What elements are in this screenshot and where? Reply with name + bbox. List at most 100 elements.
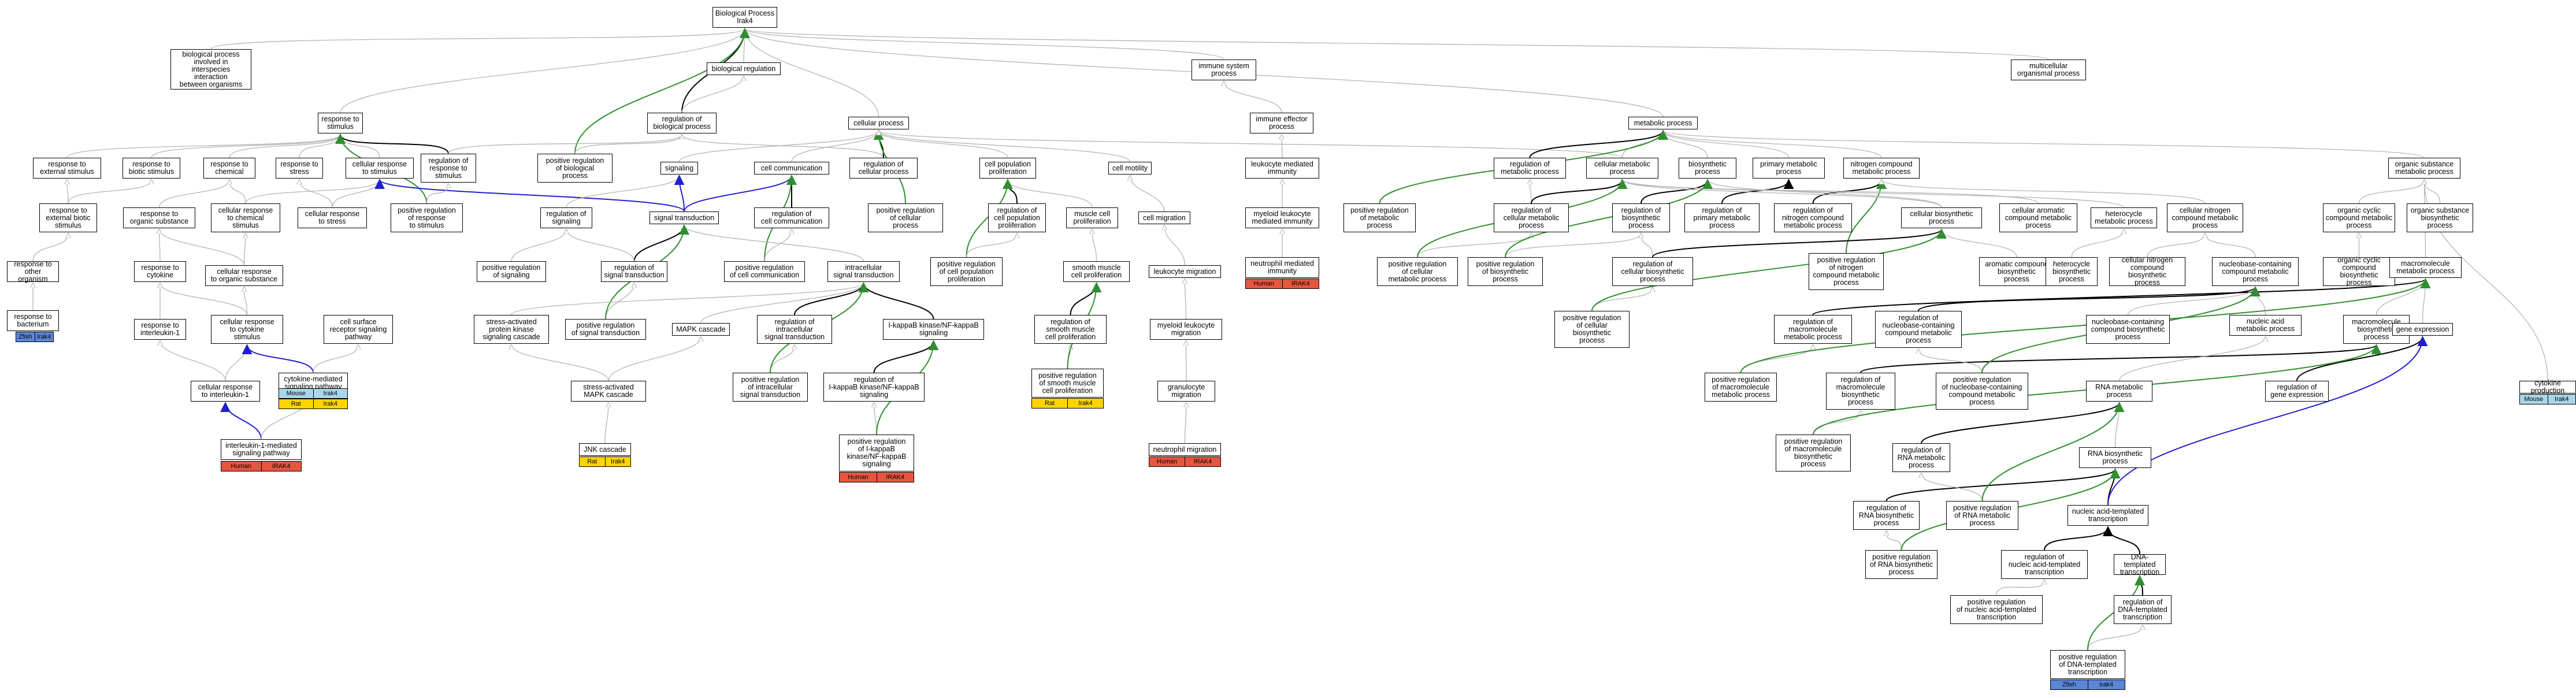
go-term-aromcomp-biosyn[interactable]: aromatic compound biosynthetic process xyxy=(1979,257,2054,286)
go-term-cyto-prod[interactable]: cytokine production xyxy=(2519,380,2576,395)
go-term-pos-reg-smc[interactable]: positive regulation of smooth muscle cel… xyxy=(1031,369,1104,398)
go-term-mapk[interactable]: MAPK cascade xyxy=(672,323,730,336)
go-term-cellresp-il1[interactable]: cellular response to interleukin-1 xyxy=(191,381,260,402)
go-term-pos-reg-nitro[interactable]: positive regulation of nitrogen compound… xyxy=(1809,253,1884,290)
go-term-pos-reg-resp-stim[interactable]: positive regulation of response to stimu… xyxy=(391,203,463,232)
go-term-smc-prolif[interactable]: smooth muscle cell proliferation xyxy=(1063,261,1130,282)
go-term-reg-metab[interactable]: regulation of metabolic process xyxy=(1494,158,1566,179)
go-term-bioreg[interactable]: biological regulation xyxy=(707,62,781,75)
go-term-pos-reg-macro-metab[interactable]: positive regulation of macromolecule met… xyxy=(1705,373,1777,402)
go-term-cellpop[interactable]: cell population proliferation xyxy=(979,158,1036,179)
go-term-pos-reg-cellpop[interactable]: positive regulation of cell population p… xyxy=(930,257,1003,286)
go-term-resp-biotic[interactable]: response to biotic stimulus xyxy=(123,158,180,179)
go-term-reg-cellcomm[interactable]: regulation of cell communication xyxy=(754,207,829,228)
go-term-ikb[interactable]: I-kappaB kinase/NF-kappaB signaling xyxy=(883,319,984,340)
go-term-cellcomm[interactable]: cell communication xyxy=(754,162,829,174)
go-term-cellproc[interactable]: cellular process xyxy=(848,117,909,129)
go-term-resp-stress[interactable]: response to stress xyxy=(276,158,323,179)
go-term-pos-reg-bp[interactable]: positive regulation of biological proces… xyxy=(537,154,613,183)
go-term-gene-expr[interactable]: gene expression xyxy=(2392,323,2453,336)
go-term-cellnitro-biosyn[interactable]: cellular nitrogen compound biosynthetic … xyxy=(2109,257,2185,287)
go-term-cellmig[interactable]: cell migration xyxy=(1138,211,1190,224)
go-term-reg-gene-expr[interactable]: regulation of gene expression xyxy=(2265,381,2329,402)
go-term-pos-reg-cellproc[interactable]: positive regulation of cellular process xyxy=(868,203,943,232)
go-term-reg-rna-biosyn[interactable]: regulation of RNA biosynthetic process xyxy=(1853,501,1920,530)
go-term-myeloid-imm[interactable]: myeloid leukocyte mediated immunity xyxy=(1245,207,1319,228)
go-term-cellresp-chem[interactable]: cellular response to chemical stimulus xyxy=(211,203,280,232)
go-term-nucbase-metab[interactable]: nucleobase-containing compound metabolic… xyxy=(2212,257,2299,286)
go-term-resp-stim[interactable]: response to stimulus xyxy=(318,113,363,133)
go-term-stress-mapk[interactable]: stress-activated MAPK cascade xyxy=(571,381,646,402)
go-term-cellmot[interactable]: cell motility xyxy=(1108,162,1152,174)
go-term-orgcyc[interactable]: organic cyclic compound metabolic proces… xyxy=(2323,203,2395,232)
go-term-reg-macro-metab[interactable]: regulation of macromolecule metabolic pr… xyxy=(1774,315,1852,344)
go-term-reg-cellproc[interactable]: regulation of cellular process xyxy=(849,158,918,179)
go-term-resp-ext[interactable]: response to external stimulus xyxy=(33,158,101,179)
go-term-pos-reg-cellbiosyn[interactable]: positive regulation of cellular biosynth… xyxy=(1554,311,1630,348)
go-term-resp-il1[interactable]: response to interleukin-1 xyxy=(134,319,186,340)
go-term-reg-smc[interactable]: regulation of smooth muscle cell prolife… xyxy=(1034,315,1107,344)
go-term-bp[interactable]: Biological Process Irak4 xyxy=(712,7,777,28)
go-term-primmetab[interactable]: primary metabolic process xyxy=(1753,158,1825,179)
go-term-macro-metab[interactable]: macromolecule metabolic process xyxy=(2389,257,2462,278)
go-term-orgsub-biosyn[interactable]: organic substance biosynthetic process xyxy=(2407,203,2473,232)
go-term-pos-reg-rna-biosyn[interactable]: positive regulation of RNA biosynthetic … xyxy=(1865,550,1937,579)
go-term-pos-reg-sigtrans[interactable]: positive regulation of signal transducti… xyxy=(565,319,646,340)
go-term-resp-ext-biotic[interactable]: response to external biotic stimulus xyxy=(39,203,97,232)
go-term-musclecell-prolif[interactable]: muscle cell proliferation xyxy=(1066,207,1118,228)
go-term-nucacid-metab[interactable]: nucleic acid metabolic process xyxy=(2229,315,2302,336)
go-term-stress-pk[interactable]: stress-activated protein kinase signalin… xyxy=(474,315,549,344)
go-term-reg-resp-stim[interactable]: regulation of response to stimulus xyxy=(421,154,476,183)
go-term-pos-reg-ikb[interactable]: positive regulation of I-kappaB kinase/N… xyxy=(839,435,914,471)
go-term-nucbase-biosyn[interactable]: nucleobase-containing compound biosynthe… xyxy=(2086,315,2170,344)
go-term-intra-sigtrans[interactable]: intracellular signal transduction xyxy=(827,261,900,282)
go-term-rna-metab[interactable]: RNA metabolic process xyxy=(2086,381,2152,402)
go-term-nucacid-trans[interactable]: nucleic acid-templated transcription xyxy=(2068,505,2148,526)
go-term-reg-sigtrans[interactable]: regulation of signal transduction xyxy=(601,261,667,282)
go-term-pos-reg-dna-trans[interactable]: positive regulation of DNA-templated tra… xyxy=(2050,650,2125,679)
go-term-pos-reg-cellcomm[interactable]: positive regulation of cell communicatio… xyxy=(724,261,805,282)
go-term-cellresp-stress[interactable]: cellular response to stress xyxy=(298,207,367,228)
go-term-pos-reg-rna-metab[interactable]: positive regulation of RNA metabolic pro… xyxy=(1946,501,2018,530)
go-term-immsys[interactable]: immune system process xyxy=(1192,60,1256,80)
go-term-resp-chem[interactable]: response to chemical xyxy=(203,158,255,179)
go-term-reg-primmetab[interactable]: regulation of primary metabolic process xyxy=(1684,203,1760,232)
go-term-reg-rna-metab[interactable]: regulation of RNA metabolic process xyxy=(1892,443,1950,472)
go-term-reg-macro-biosyn[interactable]: regulation of macromolecule biosynthetic… xyxy=(1826,373,1895,410)
go-term-pos-reg-metab[interactable]: positive regulation of metabolic process xyxy=(1343,203,1416,232)
go-term-reg-cellmetab[interactable]: regulation of cellular metabolic process xyxy=(1494,203,1569,232)
go-term-rna-biosyn[interactable]: RNA biosynthetic process xyxy=(2079,447,2151,468)
go-term-cellresp-orgsub[interactable]: cellular response to organic substance xyxy=(205,265,283,286)
go-term-cellnitro[interactable]: cellular nitrogen compound metabolic pro… xyxy=(2167,203,2243,232)
go-term-pos-reg-nucbase[interactable]: positive regulation of nucleobase-contai… xyxy=(1936,373,2028,410)
go-term-granulo-mig[interactable]: granulocyte migration xyxy=(1157,381,1215,402)
go-term-cellresp-stim[interactable]: cellular response to stimulus xyxy=(346,158,414,179)
go-term-neut-imm[interactable]: neutrophil mediated immunity xyxy=(1245,257,1319,278)
go-term-jnk[interactable]: JNK cascade xyxy=(579,443,631,456)
go-term-pos-reg-cellmetab[interactable]: positive regulation of cellular metaboli… xyxy=(1377,257,1458,286)
go-term-signaling[interactable]: signaling xyxy=(660,162,698,174)
go-term-reg-nitro[interactable]: regulation of nitrogen compound metaboli… xyxy=(1774,203,1852,232)
go-term-cellarom[interactable]: cellular aromatic compound metabolic pro… xyxy=(1999,203,2077,232)
go-term-myeloid-mig[interactable]: myeloid leukocyte migration xyxy=(1150,319,1222,340)
go-term-metab[interactable]: metabolic process xyxy=(1628,117,1698,129)
go-term-reg-intra[interactable]: regulation of intracellular signal trans… xyxy=(757,315,832,344)
go-term-pos-reg-intra[interactable]: positive regulation of intracellular sig… xyxy=(733,373,808,402)
go-term-resp-other[interactable]: response to other organism xyxy=(7,260,59,283)
go-term-dna-trans[interactable]: DNA-templated transcription xyxy=(2114,553,2166,576)
go-term-cellsurf[interactable]: cell surface receptor signaling pathway xyxy=(324,315,393,344)
go-term-resp-orgsub[interactable]: response to organic substance xyxy=(123,207,195,228)
go-term-hetero-biosyn[interactable]: heterocycle biosynthetic process xyxy=(2046,257,2098,286)
go-term-cellmetab[interactable]: cellular metabolic process xyxy=(1586,158,1658,179)
go-term-neut-mig[interactable]: neutrophil migration xyxy=(1149,443,1221,456)
go-term-sigtrans[interactable]: signal transduction xyxy=(649,211,719,224)
go-term-nitro[interactable]: nitrogen compound metabolic process xyxy=(1843,158,1920,179)
go-term-cellresp-cyto[interactable]: cellular response to cytokine stimulus xyxy=(211,315,283,344)
go-term-reg-dna-trans[interactable]: regulation of DNA-templated transcriptio… xyxy=(2114,595,2172,624)
go-term-reg-nucacid-trans[interactable]: regulation of nucleic acid-templated tra… xyxy=(2001,550,2088,579)
go-term-cellbiosyn[interactable]: cellular biosynthetic process xyxy=(1901,207,1982,228)
go-term-immeff[interactable]: immune effector process xyxy=(1250,113,1313,133)
go-term-pos-reg-signaling[interactable]: positive regulation of signaling xyxy=(477,261,546,282)
go-term-leukimm[interactable]: leukocyte mediated immunity xyxy=(1245,158,1319,179)
go-term-reg-cellbiosyn[interactable]: regulation of cellular biosynthetic proc… xyxy=(1612,257,1693,286)
